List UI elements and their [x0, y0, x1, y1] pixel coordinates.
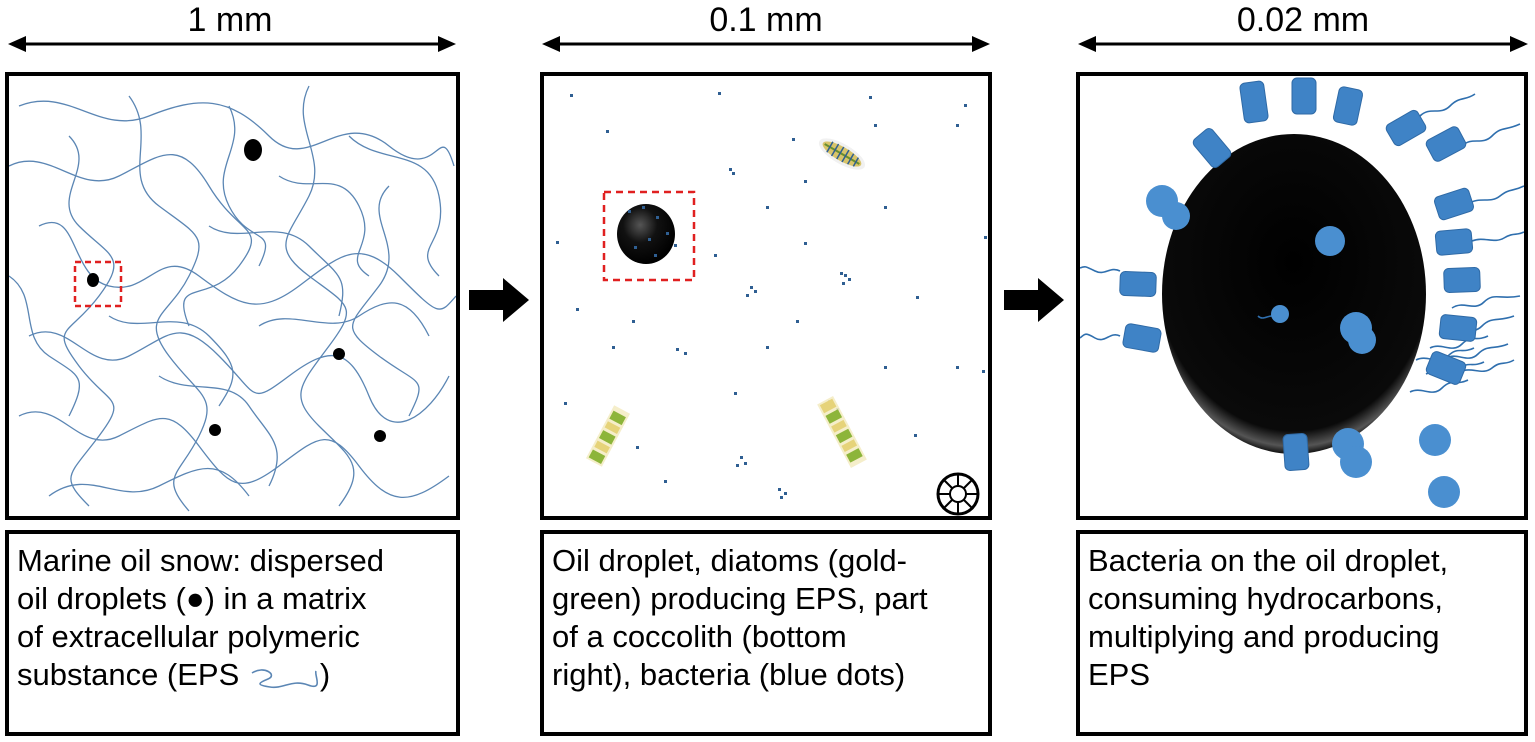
caption-line: EPS [1088, 657, 1151, 692]
diatom-chain-left [585, 405, 631, 467]
panel-marine-oil-snow [5, 72, 460, 520]
oil-droplet [209, 424, 221, 436]
scale-label-panel3: 0.02 mm [1236, 1, 1370, 39]
caption-line: of extracellular polymeric [17, 619, 360, 654]
caption-text: substance (EPS [17, 657, 248, 692]
caption-line: right), bacteria (blue dots) [552, 657, 906, 692]
scale-label-panel1: 1 mm [187, 1, 273, 39]
caption-line: multiplying and producing [1088, 619, 1440, 654]
caption-line: of a coccolith (bottom [552, 619, 847, 654]
caption-line: Bacteria on the oil droplet, [1088, 543, 1449, 578]
oil-droplets [87, 139, 386, 442]
oil-droplet-large [617, 204, 677, 264]
eps-fiber-icon [251, 669, 318, 689]
caption-line: consuming hydrocarbons, [1088, 581, 1443, 616]
diatom-pennate [818, 138, 866, 170]
zoom-highlight-box [602, 190, 696, 282]
panel-bacteria-on-droplet [1076, 72, 1528, 520]
panel-oil-droplet-diatoms [540, 72, 992, 520]
oil-droplet-surface [1162, 134, 1426, 454]
caption-line-with-eps-icon: substance (EPS ) [17, 656, 446, 694]
diatom-chain-right [817, 395, 867, 469]
oil-droplet [333, 348, 345, 360]
caption-line: Oil droplet, diatoms (gold- [552, 543, 907, 578]
arrow-right-icon [469, 278, 529, 322]
bacteria-dots [556, 92, 987, 499]
zoom-highlight-box [73, 260, 123, 308]
oil-droplet [374, 430, 386, 442]
bacteria-cocci [1146, 185, 1460, 508]
oil-droplet [87, 273, 99, 287]
droplet-diatom-illustration [556, 92, 987, 516]
scale-bars [8, 36, 1528, 52]
caption-line: green) producing EPS, part [552, 581, 928, 616]
caption-panel2: Oil droplet, diatoms (gold- green) produ… [540, 530, 992, 736]
caption-panel1: Marine oil snow: dispersed oil droplets … [5, 530, 460, 736]
eps-matrix-illustration [9, 85, 456, 512]
coccolith [936, 472, 980, 516]
bacteria-droplet-illustration [1080, 77, 1524, 508]
caption-line: Marine oil snow: dispersed [17, 543, 385, 578]
scale-arrow-1mm [8, 36, 456, 52]
bacteria-rods [1119, 77, 1481, 471]
scale-arrow-0-1mm [542, 36, 990, 52]
caption-line: oil droplets (●) in a matrix [17, 581, 367, 616]
scale-label-panel2: 0.1 mm [709, 1, 823, 39]
oil-droplet [244, 139, 262, 161]
scale-arrow-0-02mm [1078, 36, 1528, 52]
caption-text: ) [319, 657, 331, 692]
arrow-right-icon [1004, 278, 1064, 322]
caption-panel3: Bacteria on the oil droplet, consuming h… [1076, 530, 1528, 736]
